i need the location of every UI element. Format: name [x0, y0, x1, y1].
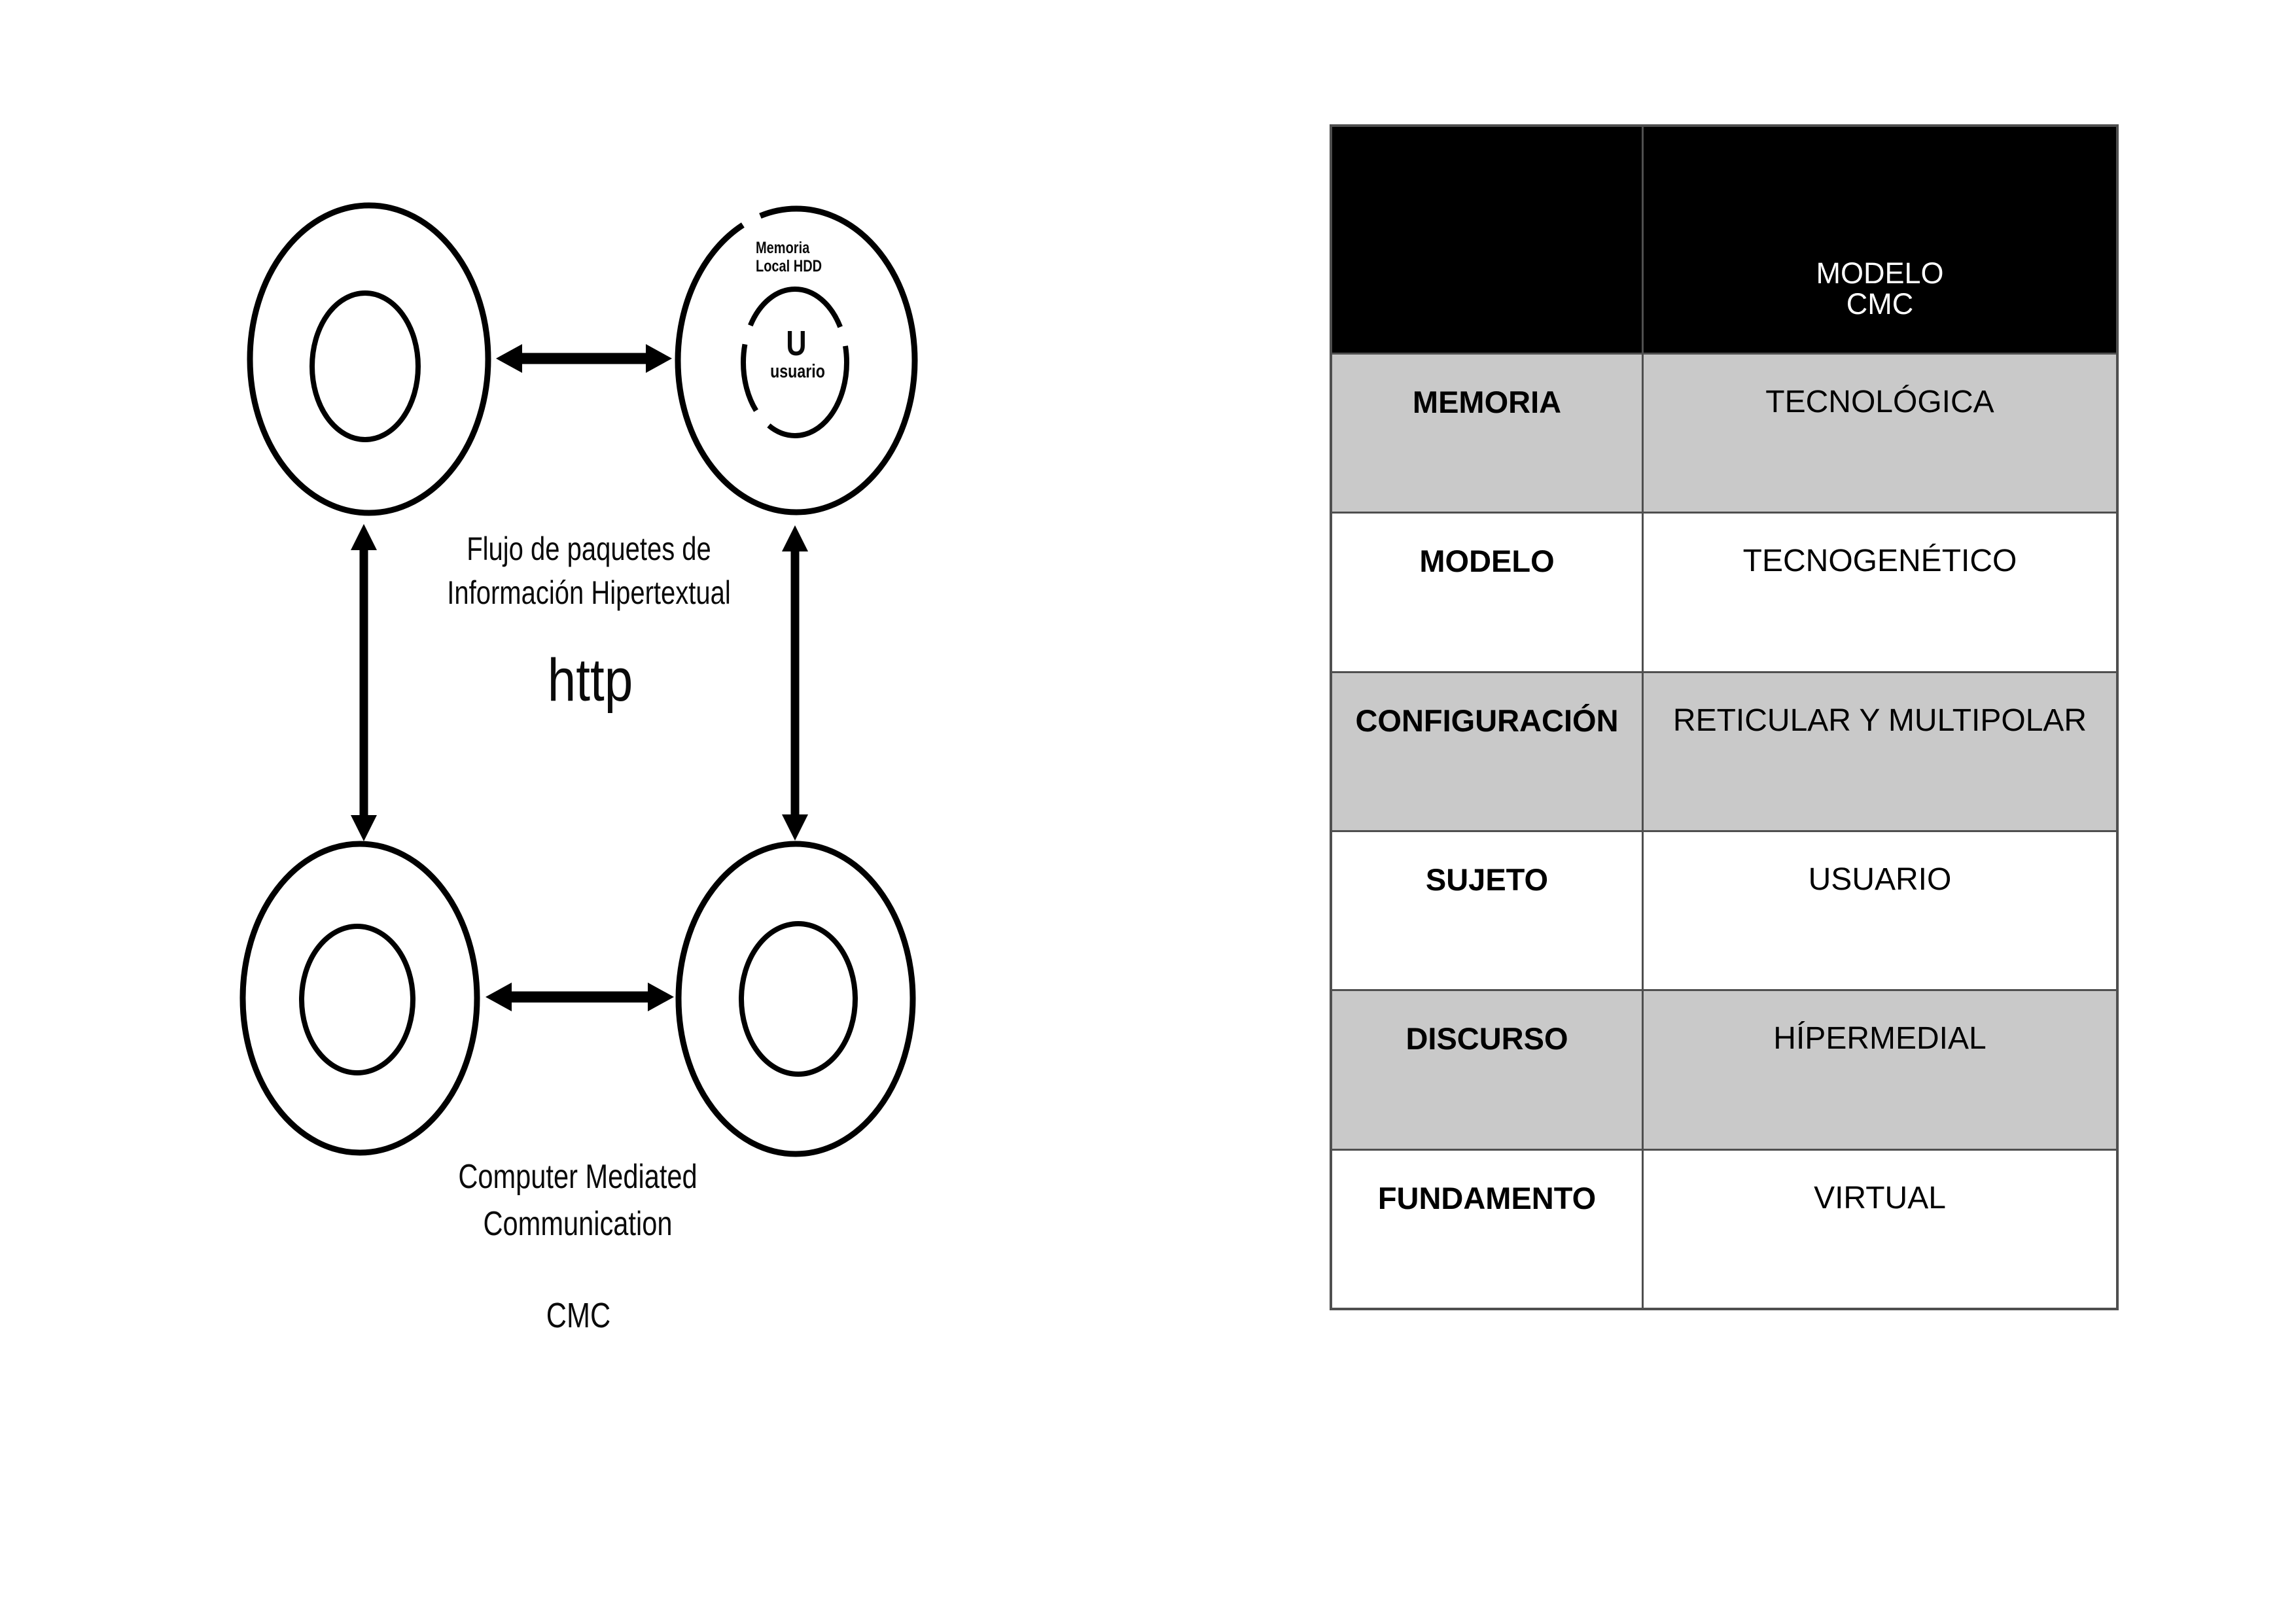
- table-header-empty-cell: [1332, 127, 1642, 353]
- node-bottom-left-outer-ellipse: [239, 841, 480, 1156]
- arrow-right-vertical: [782, 525, 808, 841]
- table-row-value-discurso: HÍPERMEDIAL: [1642, 989, 2116, 1149]
- table-row-label-fundamento: FUNDAMENTO: [1332, 1148, 1642, 1308]
- table-header-line2: CMC: [1846, 287, 1914, 321]
- table-row-value-memoria: TECNOLÓGICA: [1642, 353, 2116, 512]
- cmc-label-line2: Communication: [483, 1205, 673, 1243]
- node-bottom-right-outer-ellipse: [675, 841, 916, 1157]
- table-row-value-configuracion: RETICULAR Y MULTIPOLAR: [1642, 671, 2116, 830]
- table-row-label-sujeto: SUJETO: [1332, 829, 1642, 989]
- table-header-title-cell: MODELO CMC: [1642, 127, 2116, 353]
- cmc-label: Computer Mediated Communication: [395, 1153, 761, 1248]
- node-top-right-outer-ellipse: [675, 205, 918, 515]
- cmc-label-line1: Computer Mediated: [458, 1158, 698, 1196]
- node-top-left-inner-ellipse: [309, 290, 421, 442]
- node-bottom-left-inner-ellipse: [299, 924, 415, 1075]
- user-initial-label: U: [786, 324, 807, 363]
- table-row-label-configuracion: CONFIGURACIÓN: [1332, 671, 1642, 830]
- arrow-top-horizontal: [496, 344, 672, 373]
- node-bottom-right-inner-ellipse: [739, 921, 858, 1077]
- flow-label-line2: Información Hipertextual: [447, 574, 731, 611]
- cmc-network-diagram: [239, 202, 918, 1157]
- table-row-label-modelo: MODELO: [1332, 512, 1642, 671]
- flow-label: Flujo de paquetes de Información Hiperte…: [406, 527, 772, 615]
- arrow-bottom-horizontal: [486, 983, 674, 1011]
- table-header-line1: MODELO: [1816, 256, 1944, 290]
- memory-label-line2: Local HDD: [756, 257, 822, 275]
- http-protocol-label: http: [547, 647, 633, 714]
- memory-label-line1: Memoria: [756, 239, 810, 257]
- table-row-label-memoria: MEMORIA: [1332, 353, 1642, 512]
- node-top-left-outer-ellipse: [247, 202, 491, 516]
- table-row-value-modelo: TECNOGENÉTICO: [1642, 512, 2116, 671]
- user-label: usuario: [770, 361, 825, 382]
- cmc-acronym-label: CMC: [546, 1296, 611, 1335]
- arrow-left-vertical: [351, 524, 377, 841]
- table-row-value-sujeto: USUARIO: [1642, 829, 2116, 990]
- table-row-value-fundamento: VIRTUAL: [1642, 1148, 2116, 1308]
- cmc-model-table: MODELO CMC MEMORIA TECNOLÓGICA MODELO TE…: [1330, 124, 2119, 1310]
- table-row-label-discurso: DISCURSO: [1332, 989, 1642, 1149]
- node-top-right-inner-ellipse: [741, 287, 849, 438]
- flow-label-line1: Flujo de paquetes de: [467, 531, 711, 567]
